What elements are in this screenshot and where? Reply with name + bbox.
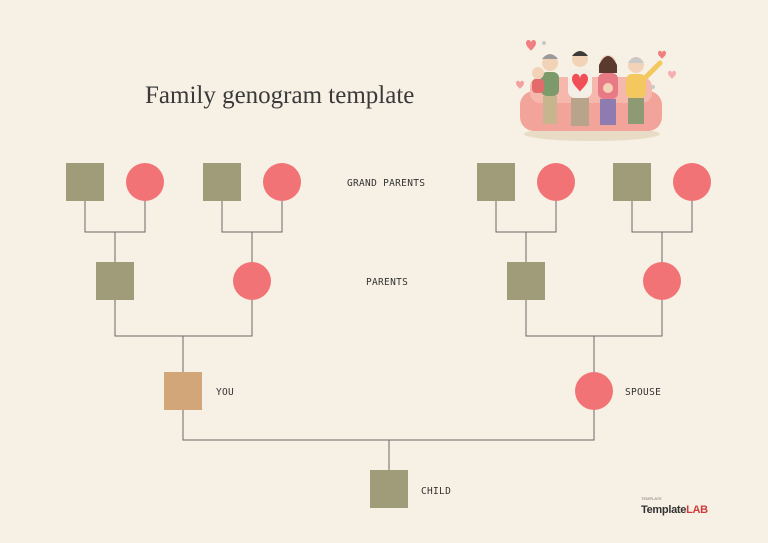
mother-in-law-node xyxy=(643,262,681,300)
page-title: Family genogram template xyxy=(145,82,415,109)
grandfather-3-node xyxy=(477,163,515,201)
grandmother-3-node xyxy=(537,163,575,201)
grand-parents-label: GRAND PARENTS xyxy=(347,178,426,189)
templatelab-logo: TEMPLATE TemplateLAB xyxy=(641,496,708,518)
grandmother-1-node xyxy=(126,163,164,201)
family-illustration xyxy=(516,40,676,141)
logo-small-text: TEMPLATE xyxy=(641,496,662,501)
grandmother-2-node xyxy=(263,163,301,201)
mother-node xyxy=(233,262,271,300)
connector-lines xyxy=(84,201,693,470)
child-node xyxy=(370,470,408,508)
child-label: CHILD xyxy=(421,486,452,497)
logo-main-text: Template xyxy=(641,504,687,516)
father-in-law-node xyxy=(507,262,545,300)
you-node xyxy=(164,372,202,410)
parents-label: PARENTS xyxy=(366,277,409,288)
grandfather-2-node xyxy=(203,163,241,201)
spouse-label: SPOUSE xyxy=(625,387,662,398)
grandmother-4-node xyxy=(673,163,711,201)
spouse-node xyxy=(575,372,613,410)
grandfather-1-node xyxy=(66,163,104,201)
logo-accent-text: LAB xyxy=(686,504,708,516)
grandfather-4-node xyxy=(613,163,651,201)
father-node xyxy=(96,262,134,300)
you-label: YOU xyxy=(216,387,235,398)
